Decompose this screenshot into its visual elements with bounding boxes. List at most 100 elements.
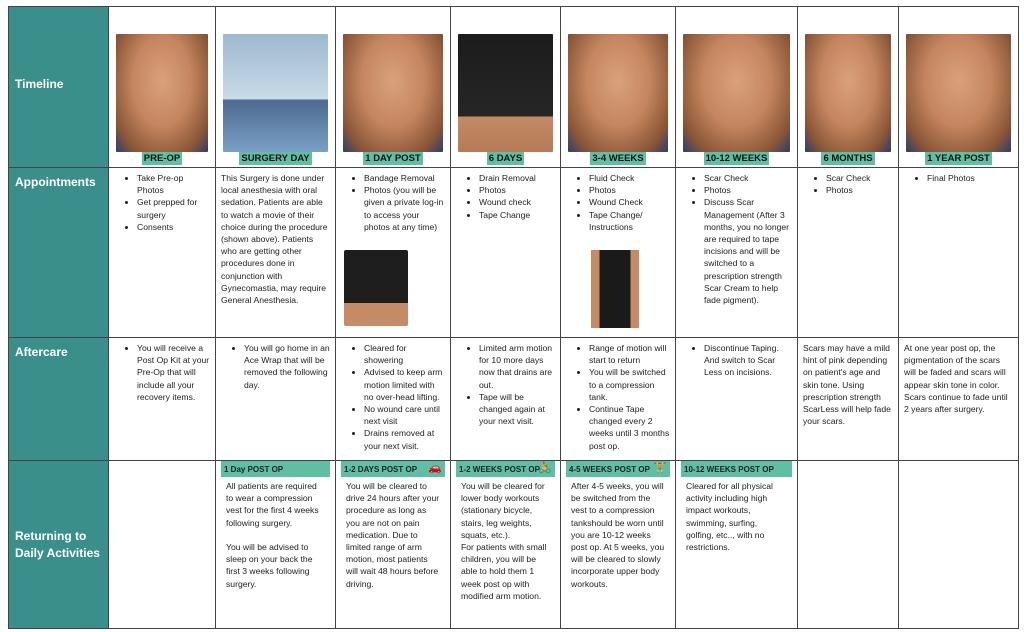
appointments-list: Drain RemovalPhotosWound checkTape Chang… (451, 168, 560, 221)
list-item: You will be switched to a compression ta… (589, 366, 671, 403)
tank-photo (591, 250, 639, 328)
stage-badge: 3-4 WEEKS (590, 151, 646, 165)
list-item: Drains removed at your next visit. (364, 427, 446, 451)
row-label-timeline: Timeline (9, 7, 109, 168)
appointments-cell: Bandage RemovalPhotos (you will be given… (336, 168, 451, 338)
appointments-list: Fluid CheckPhotosWound CheckTape Change/… (561, 168, 675, 233)
returning-text: You will be cleared to drive 24 hours af… (346, 481, 440, 589)
list-item: Consents (137, 221, 211, 233)
stage-label: 6 DAYS (451, 151, 560, 165)
appointments-list: Scar CheckPhotos (798, 168, 898, 196)
appointments-list: Final Photos (899, 168, 1018, 184)
compression-vest-photo (458, 34, 553, 152)
stage-badge: SURGERY DAY (239, 151, 312, 165)
list-item: Limited arm motion for 10 more days now … (479, 342, 556, 391)
appointments-cell: Drain RemovalPhotosWound checkTape Chang… (451, 168, 561, 338)
aftercare-list: You will receive a Post Op Kit at your P… (109, 338, 215, 403)
returning-cell (798, 461, 899, 629)
stage-header-label: 1-2 DAYS POST OP (344, 465, 418, 474)
appointments-text: This Surgery is done under local anesthe… (221, 173, 328, 306)
list-item: Tape will be changed again at your next … (479, 391, 556, 428)
stage-header-label: 10-12 WEEKS POST OP (684, 465, 774, 474)
aftercare-list: Limited arm motion for 10 more days now … (451, 338, 560, 427)
stage-header-label: 1 Day POST OP (224, 465, 284, 474)
list-item: Advised to keep arm motion limited with … (364, 366, 446, 403)
aftercare-cell: You will receive a Post Op Kit at your P… (109, 338, 216, 461)
list-item: Discontinue Taping. And switch to Scar L… (704, 342, 793, 379)
list-item: Final Photos (927, 172, 1014, 184)
list-item: Scar Check (704, 172, 793, 184)
appointments-cell: Final Photos (899, 168, 1019, 338)
row-label-aftercare: Aftercare (9, 338, 109, 461)
stage-label: 3-4 WEEKS (561, 151, 675, 165)
stage-label: SURGERY DAY (216, 151, 335, 165)
chest-photo (805, 34, 891, 152)
stage-label: 1 DAY POST (336, 151, 450, 165)
stage-header: 1 Day POST OP (221, 461, 330, 477)
list-item: Take Pre-op Photos (137, 172, 211, 196)
aftercare-list: You will go home in an Ace Wrap that wil… (216, 338, 335, 391)
aftercare-list: Discontinue Taping. And switch to Scar L… (676, 338, 797, 379)
list-item: Photos (826, 184, 894, 196)
list-item: Drain Removal (479, 172, 556, 184)
vest-photo (344, 250, 408, 326)
returning-cell: 10-12 WEEKS POST OP Cleared for all physi… (676, 461, 798, 629)
car-icon: 🚗 (428, 462, 442, 474)
list-item: Photos (589, 184, 671, 196)
aftercare-list: Range of motion will start to returnYou … (561, 338, 675, 452)
appointments-cell: This Surgery is done under local anesthe… (216, 168, 336, 338)
stage-badge: PRE-OP (141, 151, 183, 165)
stage-badge: 1 DAY POST (363, 151, 423, 165)
timeline-cell: 1 YEAR POST (899, 7, 1019, 168)
list-item: Fluid Check (589, 172, 671, 184)
appointments-cell: Scar CheckPhotosDiscuss Scar Management … (676, 168, 798, 338)
list-item: Wound check (479, 196, 556, 208)
row-label-returning: Returning to Daily Activities (9, 461, 109, 629)
chest-photo (568, 34, 668, 152)
list-item: Get prepped for surgery (137, 196, 211, 220)
stage-header: 1-2 WEEKS POST OP🚴 (456, 461, 555, 477)
surgery-photo (223, 34, 328, 152)
list-item: Discuss Scar Management (After 3 months,… (704, 196, 793, 306)
aftercare-cell: You will go home in an Ace Wrap that wil… (216, 338, 336, 461)
returning-cell (899, 461, 1019, 629)
returning-cell (109, 461, 216, 629)
appointments-cell: Scar CheckPhotos (798, 168, 899, 338)
chest-photo (683, 34, 790, 152)
list-item: Photos (479, 184, 556, 196)
list-item: Continue Tape changed every 2 weeks unti… (589, 403, 671, 452)
appointments-list: Bandage RemovalPhotos (you will be given… (336, 168, 450, 233)
list-item: Wound Check (589, 196, 671, 208)
returning-text: All patients are required to wear a comp… (226, 481, 319, 589)
list-item: Photos (704, 184, 793, 196)
returning-text: Cleared for all physical activity includ… (686, 481, 773, 553)
timeline-cell: 10-12 WEEKS (676, 7, 798, 168)
appointments-cell: Fluid CheckPhotosWound CheckTape Change/… (561, 168, 676, 338)
stage-header: 4-5 WEEKS POST OP🏋 (566, 461, 670, 477)
stage-badge: 6 DAYS (486, 151, 525, 165)
list-item: Tape Change/ Instructions (589, 209, 671, 233)
stage-label: 10-12 WEEKS (676, 151, 797, 165)
returning-cell: 1 Day POST OP All patients are required t… (216, 461, 336, 629)
stage-badge: 6 MONTHS (821, 151, 875, 165)
returning-cell: 4-5 WEEKS POST OP🏋 After 4-5 weeks, you w… (561, 461, 676, 629)
list-item: Photos (you will be given a private log-… (364, 184, 446, 233)
appointments-list: Scar CheckPhotosDiscuss Scar Management … (676, 168, 797, 306)
timeline-cell: 6 MONTHS (798, 7, 899, 168)
list-item: Range of motion will start to return (589, 342, 671, 366)
list-item: Tape Change (479, 209, 556, 221)
stage-label: 1 YEAR POST (899, 151, 1018, 165)
aftercare-text: Scars may have a mild hint of pink depen… (803, 343, 891, 427)
stage-header: 1-2 DAYS POST OP 🚗 (341, 461, 445, 477)
list-item: No wound care until next visit (364, 403, 446, 427)
stage-label: 6 MONTHS (798, 151, 898, 165)
stage-label: PRE-OP (109, 151, 215, 165)
returning-cell: 1-2 WEEKS POST OP🚴You will be cleared fo… (451, 461, 561, 629)
returning-text: After 4-5 weeks, you will be switched fr… (571, 481, 665, 589)
bicycle-icon: 🚴 (538, 462, 552, 474)
aftercare-cell: Range of motion will start to returnYou … (561, 338, 676, 461)
appointments-cell: Take Pre-op PhotosGet prepped for surger… (109, 168, 216, 338)
stage-badge: 1 YEAR POST (925, 151, 992, 165)
row-label-appointments: Appointments (9, 168, 109, 338)
list-item: Bandage Removal (364, 172, 446, 184)
